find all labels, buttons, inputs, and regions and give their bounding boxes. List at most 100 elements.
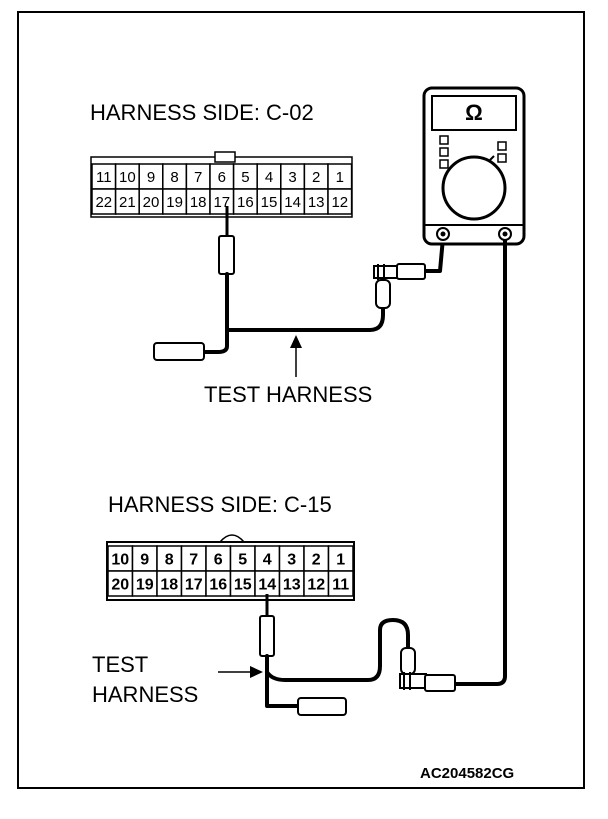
- meter-lead-lower: [455, 240, 507, 686]
- c02-pin-label-18: 18: [190, 194, 207, 211]
- connector-c15-latch: [219, 534, 245, 543]
- ohmmeter-dial: [441, 155, 507, 221]
- c15-pin-cell-7: [180, 545, 207, 572]
- c15-pin-label-6: 6: [214, 551, 223, 568]
- c15-pin-cell-15: [229, 570, 256, 597]
- figure-code: AC204582CG: [420, 765, 514, 782]
- range-pointer: [489, 155, 495, 161]
- test-harness-lower-wire: [265, 618, 410, 708]
- range-mark-1: [439, 135, 449, 145]
- ohmmeter-jack-com-dot: [440, 231, 446, 237]
- test-harness-lower-label-line1: TEST: [92, 652, 148, 677]
- c15-pin-label-13: 13: [283, 576, 301, 593]
- c15-pin-label-15: 15: [234, 576, 252, 593]
- ohmmeter-jack-ohm-dot: [502, 231, 508, 237]
- range-mark-5: [497, 153, 507, 163]
- c15-pin-label-11: 11: [332, 576, 349, 593]
- c15-pin-label-10: 10: [111, 551, 129, 568]
- c02-pin-label-14: 14: [284, 194, 301, 211]
- arrow-head-lower: [250, 666, 263, 678]
- ohmmeter-display: [431, 95, 517, 131]
- wire-c15-to-clip: [265, 618, 410, 682]
- c15-pin-cell-1: [327, 545, 354, 572]
- c02-pin-label-4: 4: [265, 169, 273, 186]
- c15-pin-cell-19: [131, 570, 158, 597]
- c02-pin-label-11: 11: [96, 169, 112, 186]
- c15-pin-label-19: 19: [136, 576, 154, 593]
- c02-pin-label-9: 9: [147, 169, 155, 186]
- c15-pin-cell-12: [303, 570, 330, 597]
- c15-pin-label-4: 4: [263, 551, 272, 568]
- c02-pin-label-2: 2: [312, 169, 320, 186]
- connector-c02-title: HARNESS SIDE: C-02: [90, 100, 314, 125]
- probe-c02-body: [218, 235, 235, 275]
- c15-pin-label-2: 2: [312, 551, 321, 568]
- probe-c15-body: [259, 615, 275, 657]
- c02-pin-label-8: 8: [170, 169, 178, 186]
- meter-lead-plug-upper: [396, 263, 426, 280]
- c02-pin-label-20: 20: [143, 194, 160, 211]
- arrow-head-upper: [290, 335, 302, 348]
- c02-pin-label-7: 7: [194, 169, 202, 186]
- clip-lower: [399, 647, 427, 690]
- range-mark-2: [439, 147, 449, 157]
- c02-pin-label-12: 12: [331, 194, 348, 211]
- test-harness-upper-label: TEST HARNESS: [204, 382, 372, 407]
- test-harness-upper-plug: [153, 342, 205, 361]
- c02-pin-cell-12: [327, 188, 353, 215]
- wire-c02-to-clip: [225, 280, 385, 332]
- clip-lower-boot: [400, 647, 416, 675]
- figure-border: [17, 11, 585, 789]
- c15-pin-label-7: 7: [189, 551, 198, 568]
- c15-pin-label-8: 8: [165, 551, 174, 568]
- c15-pin-label-12: 12: [307, 576, 325, 593]
- ohmmeter: Ω: [422, 86, 526, 246]
- c15-pin-label-18: 18: [160, 576, 178, 593]
- c02-pin-label-10: 10: [119, 169, 136, 186]
- wire-c02-to-plug: [201, 272, 229, 354]
- c15-pin-label-14: 14: [258, 576, 276, 593]
- range-mark-3: [439, 159, 449, 169]
- range-mark-4: [497, 141, 507, 151]
- clip-upper: [373, 264, 399, 309]
- connector-c15-title: HARNESS SIDE: C-15: [108, 492, 332, 517]
- c15-pin-label-20: 20: [111, 576, 129, 593]
- c15-pin-cell-16: [205, 570, 232, 597]
- meter-lead-upper: [425, 237, 445, 273]
- meter-lead-plug-lower: [424, 674, 456, 692]
- c15-pin-label-1: 1: [336, 551, 345, 568]
- c02-pin-label-13: 13: [308, 194, 325, 211]
- c15-pin-label-5: 5: [238, 551, 247, 568]
- c15-pin-label-3: 3: [287, 551, 296, 568]
- ohmmeter-symbol: Ω: [465, 100, 483, 125]
- c15-pin-cell-11: [327, 570, 354, 597]
- c15-pin-label-17: 17: [185, 576, 203, 593]
- c02-pin-label-16: 16: [237, 194, 254, 211]
- test-harness-lower-plug: [297, 697, 347, 716]
- c15-pin-cell-10: [107, 545, 134, 572]
- test-harness-upper-wire: [201, 272, 385, 354]
- c02-pin-label-22: 22: [95, 194, 112, 211]
- clip-upper-boot: [375, 279, 391, 309]
- c02-pin-label-3: 3: [288, 169, 296, 186]
- c02-pin-label-15: 15: [261, 194, 278, 211]
- c02-pin-label-5: 5: [241, 169, 249, 186]
- c15-pin-cell-18: [156, 570, 183, 597]
- test-harness-lower-label-line2: HARNESS: [92, 682, 198, 707]
- connector-c02-key: [214, 151, 236, 163]
- c15-pin-cell-6: [205, 545, 232, 572]
- c15-pin-cell-17: [180, 570, 207, 597]
- probe-c15: [259, 594, 275, 657]
- c15-pin-label-16: 16: [209, 576, 227, 593]
- c02-pin-label-1: 1: [336, 169, 344, 186]
- c02-pin-label-19: 19: [166, 194, 183, 211]
- c15-pin-label-9: 9: [140, 551, 149, 568]
- c15-pin-cell-13: [278, 570, 305, 597]
- c02-pin-label-21: 21: [119, 194, 136, 211]
